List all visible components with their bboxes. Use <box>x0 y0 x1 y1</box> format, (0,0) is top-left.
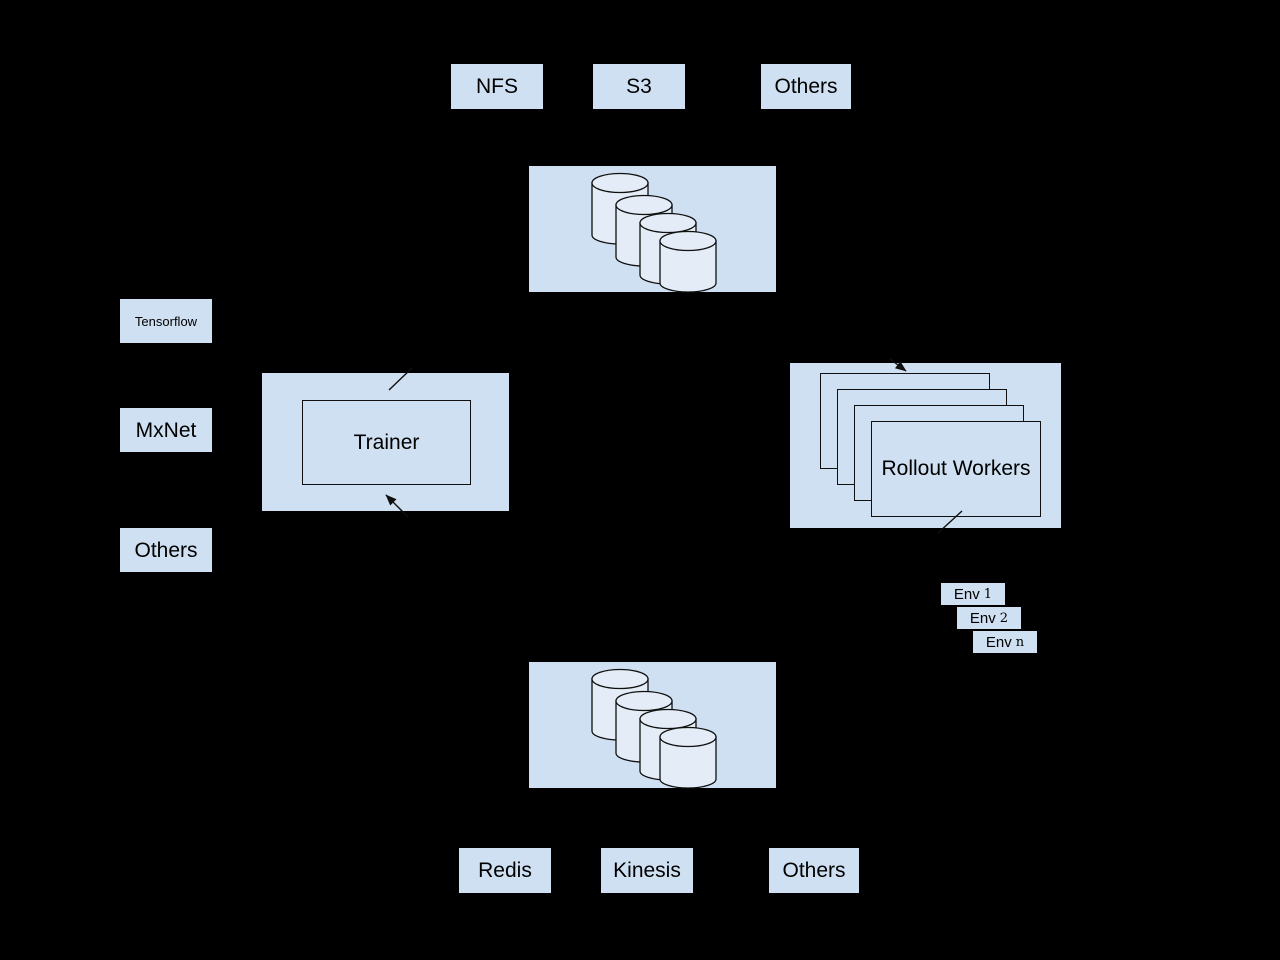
env-1-prefix: Env <box>953 585 980 603</box>
stream-backend-redis[interactable]: Redis <box>459 848 551 893</box>
storage-backend-nfs[interactable]: NFS <box>451 64 543 109</box>
database-cylinder-stack-icon <box>591 668 717 789</box>
storage-backend-s3[interactable]: S3 <box>593 64 685 109</box>
experience-store-panel[interactable] <box>529 662 776 789</box>
edge-experience-to-trainer <box>385 494 409 518</box>
storage-backend-others-label: Others <box>774 75 838 98</box>
framework-tensorflow-label: Tensorflow <box>134 313 198 329</box>
model-store-panel[interactable] <box>529 166 776 293</box>
stream-backend-kinesis-label: Kinesis <box>613 859 681 882</box>
edge-model-store-to-rollout-workers <box>889 358 907 372</box>
database-cylinder-stack-icon <box>591 172 717 293</box>
edge-rollout-workers-to-experience <box>937 510 963 534</box>
env-2-prefix: Env <box>969 609 996 627</box>
trainer-box[interactable]: Trainer <box>302 400 471 485</box>
framework-others-label: Others <box>134 538 198 562</box>
env-1-index: 1 <box>983 586 993 602</box>
stream-backend-kinesis[interactable]: Kinesis <box>601 848 693 893</box>
rollout-workers-box[interactable]: Rollout Workers <box>871 421 1041 517</box>
storage-backend-s3-label: S3 <box>626 75 652 98</box>
stream-backend-others-label: Others <box>782 859 846 882</box>
framework-mxnet[interactable]: MxNet <box>120 408 212 452</box>
env-2-index: 2 <box>999 610 1009 626</box>
stream-backend-redis-label: Redis <box>478 859 532 882</box>
framework-mxnet-label: MxNet <box>135 418 197 442</box>
env-n-prefix: Env <box>985 633 1012 651</box>
trainer-label: Trainer <box>353 430 420 454</box>
storage-backend-nfs-label: NFS <box>476 75 518 98</box>
rollout-workers-label: Rollout Workers <box>881 457 1031 480</box>
framework-tensorflow[interactable]: Tensorflow <box>120 299 212 343</box>
framework-others[interactable]: Others <box>120 528 212 572</box>
stream-backend-others[interactable]: Others <box>769 848 859 893</box>
storage-backend-others[interactable]: Others <box>761 64 851 109</box>
env-n-index: n <box>1015 634 1025 650</box>
edge-model-store-to-trainer <box>388 367 413 391</box>
